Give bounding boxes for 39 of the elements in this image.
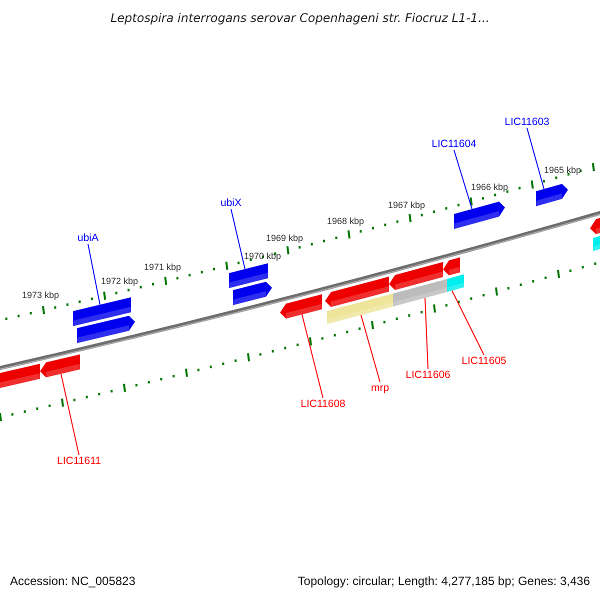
scale-label: 1968 kbp bbox=[327, 216, 364, 226]
gene-label: LIC11606 bbox=[406, 369, 450, 381]
gene-label: mrp bbox=[370, 382, 390, 394]
leader-line bbox=[526, 128, 544, 190]
scale-label: 1971 kbp bbox=[144, 262, 182, 272]
leader-line bbox=[302, 314, 324, 398]
map-info: Accession: NC_005823 bbox=[10, 574, 136, 588]
leader-line bbox=[360, 314, 380, 382]
scale-label: 1972 kbp bbox=[101, 276, 138, 286]
scale-label: 1970 kbp bbox=[244, 251, 282, 261]
gene-label: LIC11604 bbox=[432, 138, 476, 150]
gene-feature bbox=[229, 263, 268, 288]
scale-label: 1965 kbp bbox=[544, 165, 582, 175]
gene-feature bbox=[327, 294, 393, 324]
gene-label: ubiA bbox=[78, 232, 98, 244]
scale-label: 1966 kbp bbox=[471, 182, 508, 192]
gene-feature bbox=[280, 294, 322, 319]
leader-line bbox=[88, 244, 100, 306]
scale-label: 1973 kbp bbox=[22, 290, 60, 300]
gene-feature bbox=[40, 354, 80, 378]
leader-line bbox=[230, 208, 246, 270]
gene-feature bbox=[393, 278, 447, 307]
scale-label: 1967 kbp bbox=[388, 200, 426, 210]
map-title: Leptospira interrogans serovar Copenhageni str. Fiocruz L1-1... bbox=[109, 11, 491, 25]
leader-line bbox=[454, 150, 472, 210]
gene-feature bbox=[73, 297, 131, 326]
gene-feature bbox=[447, 274, 464, 292]
leader-line bbox=[452, 290, 484, 356]
gene-label: LIC11608 bbox=[300, 398, 346, 410]
gene-label: LIC11605 bbox=[462, 355, 506, 367]
scale-label: 1969 kbp bbox=[266, 233, 304, 243]
gene-feature bbox=[536, 184, 568, 206]
leader-line bbox=[424, 297, 428, 370]
leader-line bbox=[60, 373, 80, 456]
gene-label: LIC11603 bbox=[504, 116, 550, 128]
gene-label: ubiX bbox=[220, 197, 242, 209]
map-info: Topology: circular; Length: 4,277,185 bp; Genes: 3,436 bbox=[298, 574, 590, 588]
gene-label: LIC11611 bbox=[57, 455, 101, 467]
gene-feature bbox=[454, 202, 505, 230]
